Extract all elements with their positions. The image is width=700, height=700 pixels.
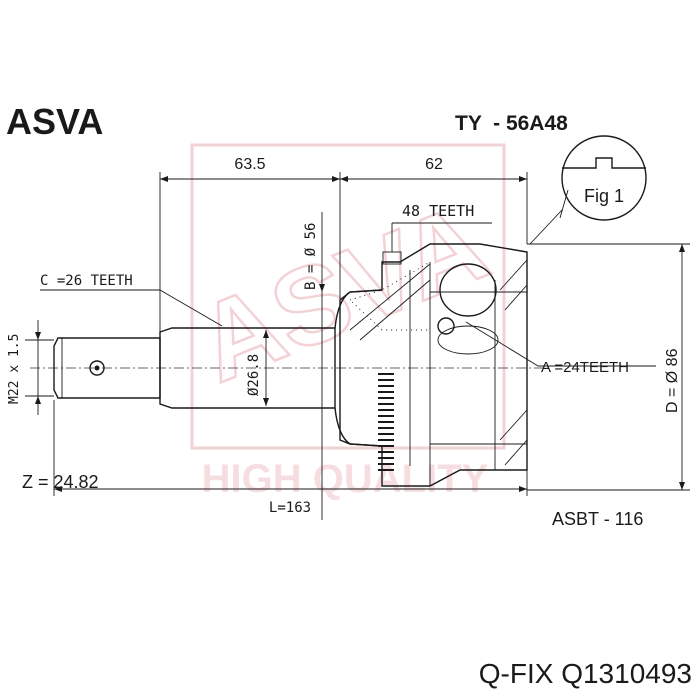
thread-label: M22 x 1.5	[7, 334, 22, 404]
outer-teeth-label: 48 TEETH	[402, 202, 474, 220]
outer-housing	[339, 243, 528, 487]
cross-reference: Q-FIX Q1310493	[479, 658, 692, 689]
abs-ring	[378, 373, 394, 471]
outer-dia-label: D = Ø 86	[664, 348, 681, 413]
brand-title: ASVA	[6, 101, 103, 142]
dim-63-5: 63.5	[234, 156, 265, 173]
fig1-label: Fig 1	[584, 186, 624, 206]
fig1-detail	[529, 135, 647, 245]
z-value-label: Z = 24.82	[22, 472, 99, 492]
watermark-tagline: HIGH QUALITY	[202, 457, 489, 501]
asbt-label: ASBT - 116	[552, 509, 643, 529]
part-code: TY - 56A48	[455, 112, 568, 135]
watermark-logo: ASVA HIGH QUALITY	[180, 143, 506, 501]
length-label: L=163	[269, 500, 311, 516]
a-teeth-label: A =24TEETH	[541, 359, 629, 376]
shaft-dia-label: Ø26.8	[246, 354, 262, 396]
c-teeth-label: C =26 TEETH	[40, 273, 133, 289]
watermark-frame	[190, 143, 506, 450]
bearing-dia-label: B = Ø 56	[303, 223, 319, 290]
dim-62: 62	[425, 156, 443, 173]
